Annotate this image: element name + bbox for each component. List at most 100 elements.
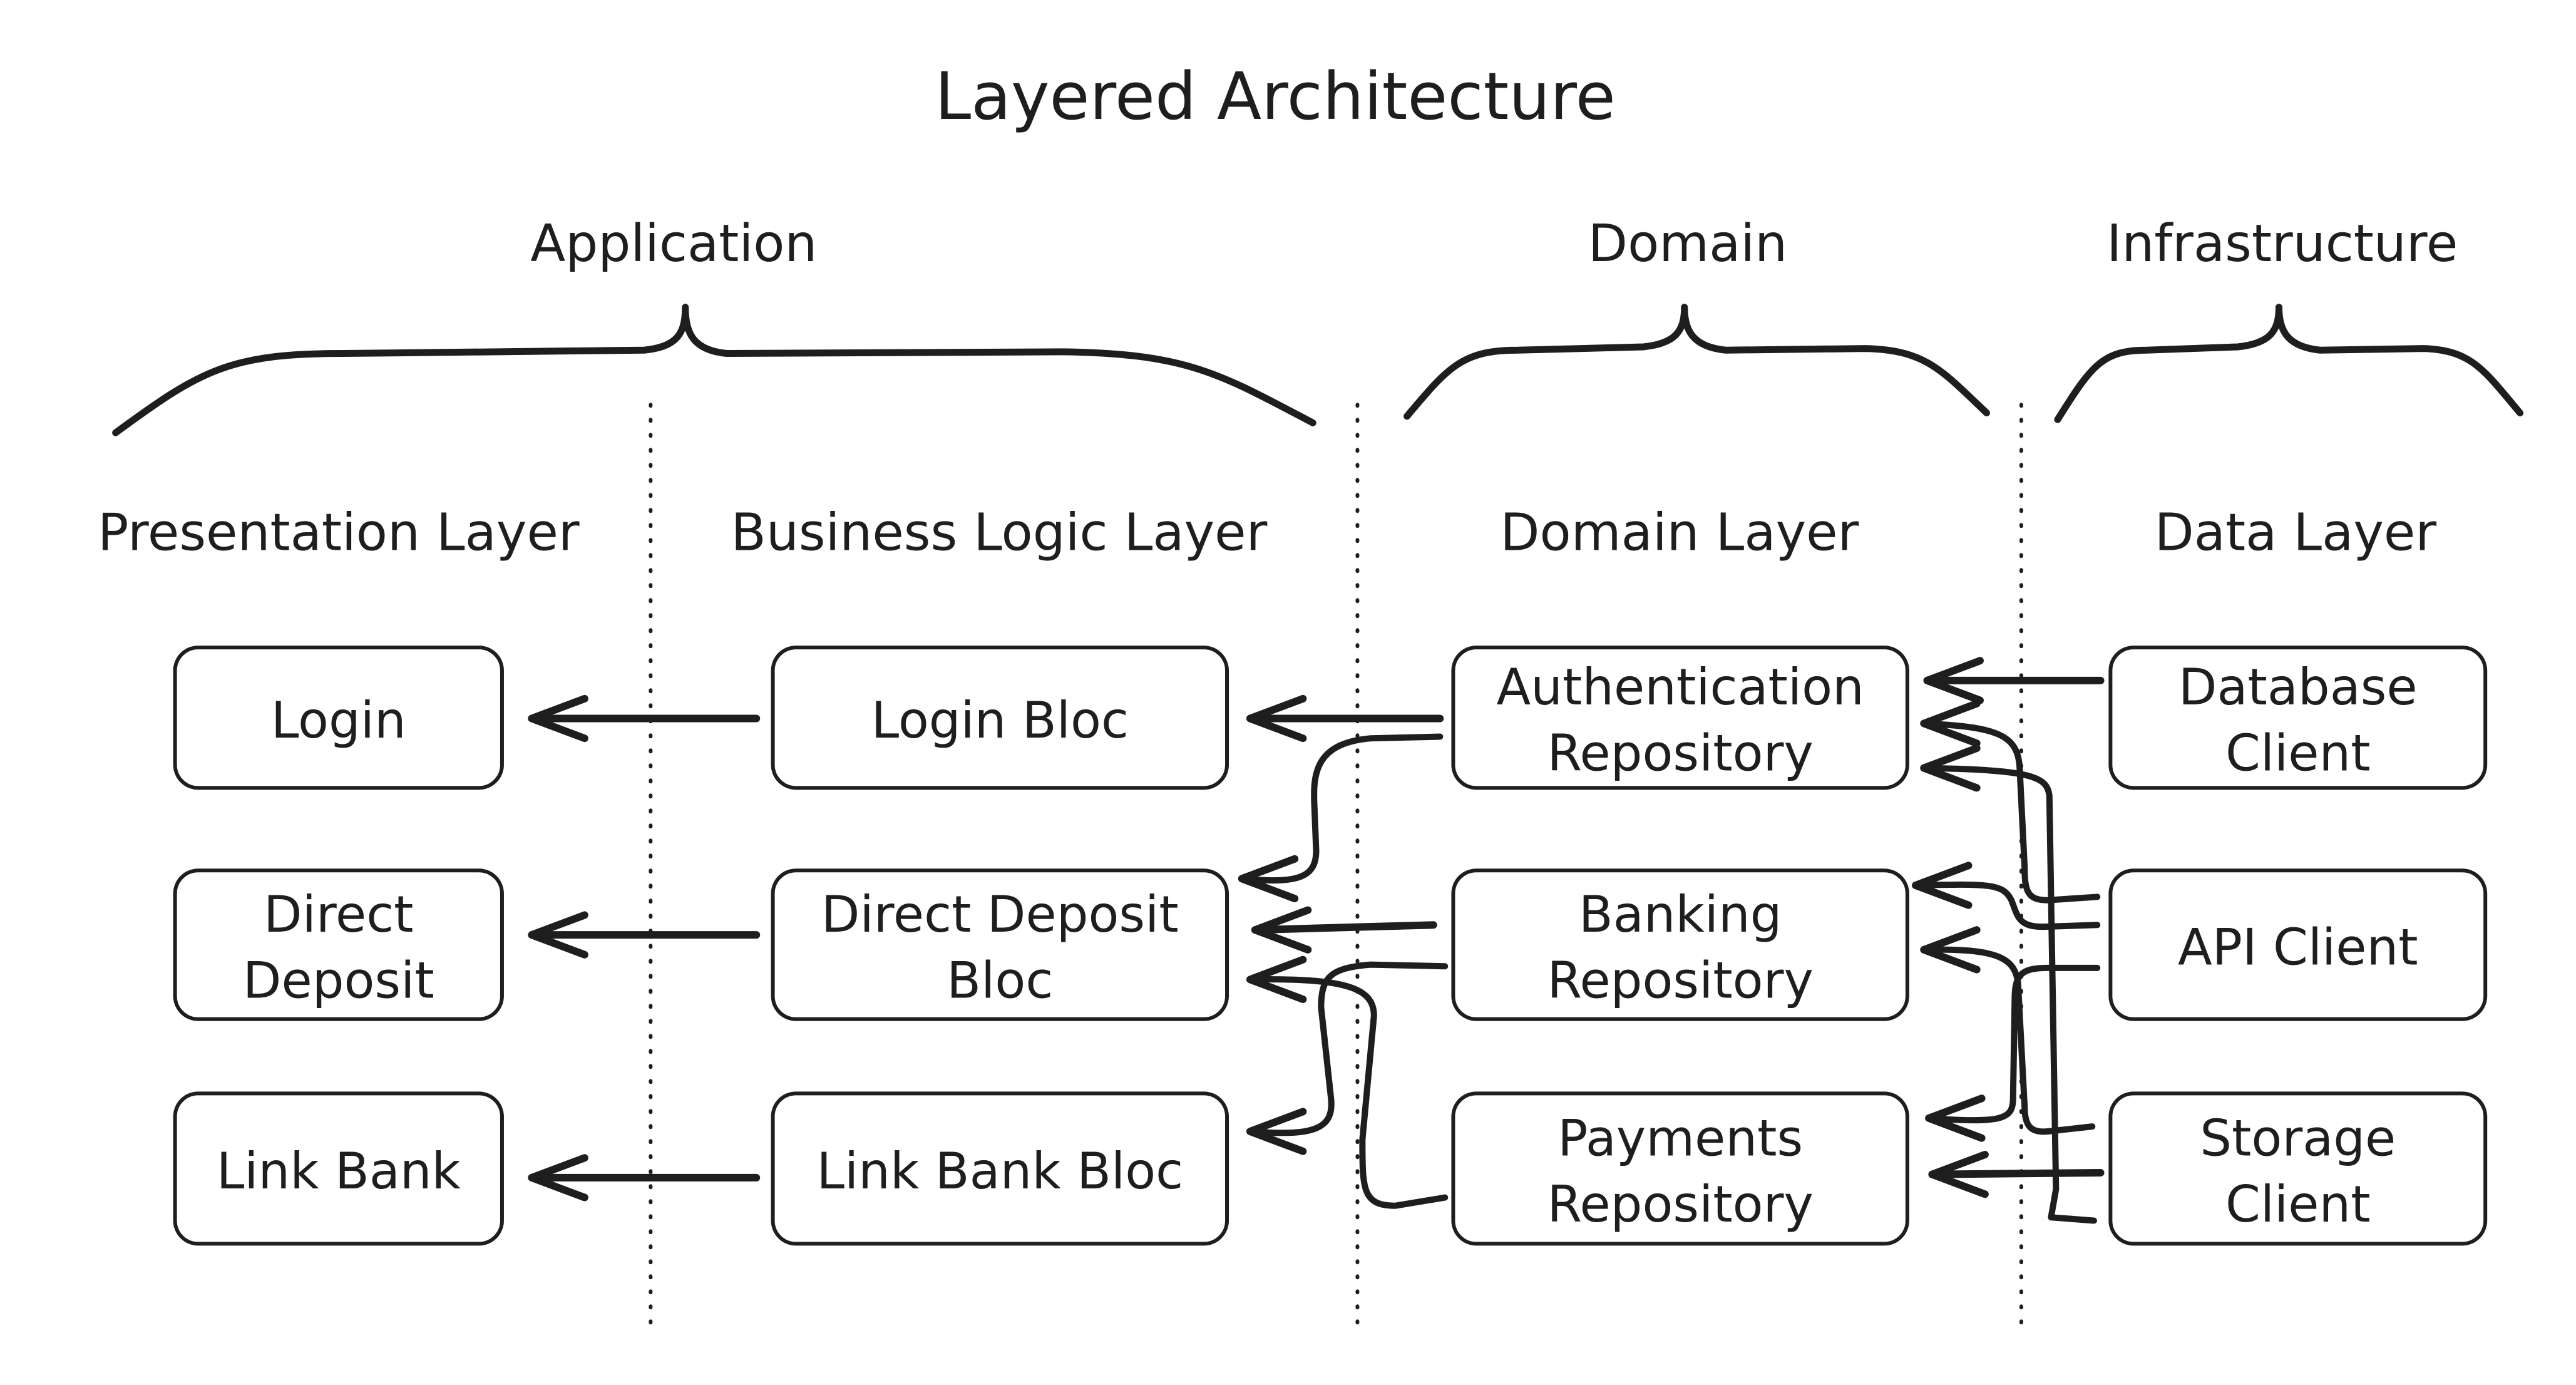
node-label: Repository: [1547, 951, 1813, 1009]
edge-payments-repository-to-direct-deposit-bloc: [1246, 955, 1449, 1209]
brace-application: [112, 304, 1316, 436]
edge-api-client-to-payments-repository: [1925, 964, 2101, 1142]
edge-link-bank-bloc-to-link-bank: [528, 1154, 761, 1202]
node-label: Database: [2178, 658, 2418, 716]
edge-line: [1246, 961, 1449, 1136]
node-label: Deposit: [243, 951, 434, 1009]
node-label: Client: [2225, 724, 2371, 783]
node-label: Repository: [1547, 724, 1813, 783]
diagram-title: Layered Architecture: [935, 58, 1615, 135]
arrowhead-icon: [1246, 1108, 1307, 1155]
node-label: Login Bloc: [871, 691, 1129, 749]
node-box[interactable]: [173, 1091, 504, 1246]
layer-labels: Presentation Layer Business Logic Layer Do…: [98, 503, 2436, 562]
node-label: Client: [2225, 1175, 2371, 1233]
node-label: Bloc: [947, 951, 1053, 1009]
node-label: Repository: [1547, 1175, 1813, 1233]
node-link-bank-bloc[interactable]: Link Bank Bloc: [771, 1091, 1229, 1246]
node-api-client[interactable]: API Client: [2108, 868, 2488, 1021]
layer-label-data: Data Layer: [2155, 503, 2437, 562]
node-label: Login: [271, 691, 406, 749]
edge-banking-repository-to-link-bank-bloc: [1246, 961, 1449, 1155]
edge-line: [1921, 946, 2096, 1135]
edge-line: [1246, 976, 1449, 1209]
arrowhead-icon: [1920, 926, 1981, 974]
brace-infrastructure: [2054, 304, 2524, 423]
edge-line: [1238, 733, 1444, 884]
node-box[interactable]: [2108, 1091, 2488, 1246]
arrowhead-icon: [528, 1154, 588, 1202]
node-label: Direct Deposit: [821, 885, 1179, 944]
arrowhead-icon: [1923, 657, 1984, 704]
edge-line: [1928, 1168, 2105, 1178]
arrowhead-icon: [1246, 955, 1307, 1003]
edge-login-bloc-to-login: [528, 694, 761, 743]
arrowhead-icon: [1238, 855, 1299, 903]
node-box[interactable]: [2108, 646, 2488, 790]
node-box[interactable]: [1451, 1091, 1909, 1246]
arrowhead-icon: [528, 911, 588, 959]
group-labels: Application Domain Infrastructure: [530, 214, 2458, 274]
layer-label-domain: Domain Layer: [1500, 503, 1859, 562]
node-label: API Client: [2178, 919, 2418, 977]
node-box[interactable]: [771, 1091, 1229, 1246]
node-label: Payments: [1557, 1109, 1803, 1167]
node-login-bloc[interactable]: Login Bloc: [771, 646, 1229, 790]
node-login[interactable]: Login: [173, 646, 504, 790]
edge-storage-client-to-payments-repository: [1928, 1150, 2105, 1198]
arrowhead-icon: [1912, 862, 1973, 909]
edge-authentication-repository-to-direct-deposit-bloc: [1238, 733, 1444, 903]
node-label: Authentication: [1497, 658, 1864, 716]
node-box[interactable]: [771, 646, 1229, 790]
node-box[interactable]: [771, 868, 1229, 1021]
edge-line: [1926, 964, 2101, 1124]
arrowhead-icon: [528, 694, 588, 743]
node-box[interactable]: [173, 646, 504, 790]
arrowhead-icon: [1928, 1150, 1989, 1198]
edge-authentication-repository-to-login-bloc: [1246, 694, 1444, 743]
node-label: Storage: [2200, 1109, 2396, 1167]
group-braces: [112, 304, 2524, 436]
edge-api-client-to-banking-repository: [1912, 862, 2101, 930]
group-label-infrastructure: Infrastructure: [2106, 214, 2458, 274]
group-label-application: Application: [530, 214, 817, 274]
group-label-domain: Domain: [1588, 214, 1787, 274]
node-link-bank[interactable]: Link Bank: [173, 1091, 504, 1246]
edge-database-client-to-authentication-repository: [1923, 657, 2105, 704]
edge-storage-client-to-authentication-repository: [1920, 744, 2097, 1224]
edge-api-client-to-authentication-repository: [1920, 699, 2101, 904]
edge-line: [1912, 881, 2101, 930]
layer-label-presentation: Presentation Layer: [98, 503, 580, 562]
brace-domain: [1403, 304, 1991, 420]
dependency-arrows: [528, 657, 2105, 1224]
arrowhead-icon: [1920, 744, 1981, 792]
node-label: Link Bank Bloc: [816, 1142, 1183, 1200]
edge-line: [1921, 765, 2097, 1224]
edge-direct-deposit-bloc-to-direct-deposit: [528, 911, 761, 959]
edge-storage-client-to-banking-repository: [1920, 926, 2096, 1135]
node-box[interactable]: [1451, 868, 1909, 1021]
edge-line: [1921, 720, 2101, 904]
node-box[interactable]: [1451, 646, 1909, 790]
node-label: Banking: [1579, 885, 1782, 944]
edge-line: [1251, 921, 1437, 934]
layer-label-business: Business Logic Layer: [731, 503, 1268, 562]
arrowhead-icon: [1925, 1094, 1986, 1142]
node-label: Link Bank: [217, 1142, 461, 1200]
edge-banking-repository-to-direct-deposit-bloc: [1251, 906, 1437, 954]
arrowhead-icon: [1920, 699, 1981, 748]
arrowhead-icon: [1251, 906, 1312, 954]
node-box[interactable]: [2108, 868, 2488, 1021]
arrowhead-icon: [1246, 694, 1307, 743]
node-box[interactable]: [173, 868, 504, 1021]
node-label: Direct: [264, 885, 414, 944]
